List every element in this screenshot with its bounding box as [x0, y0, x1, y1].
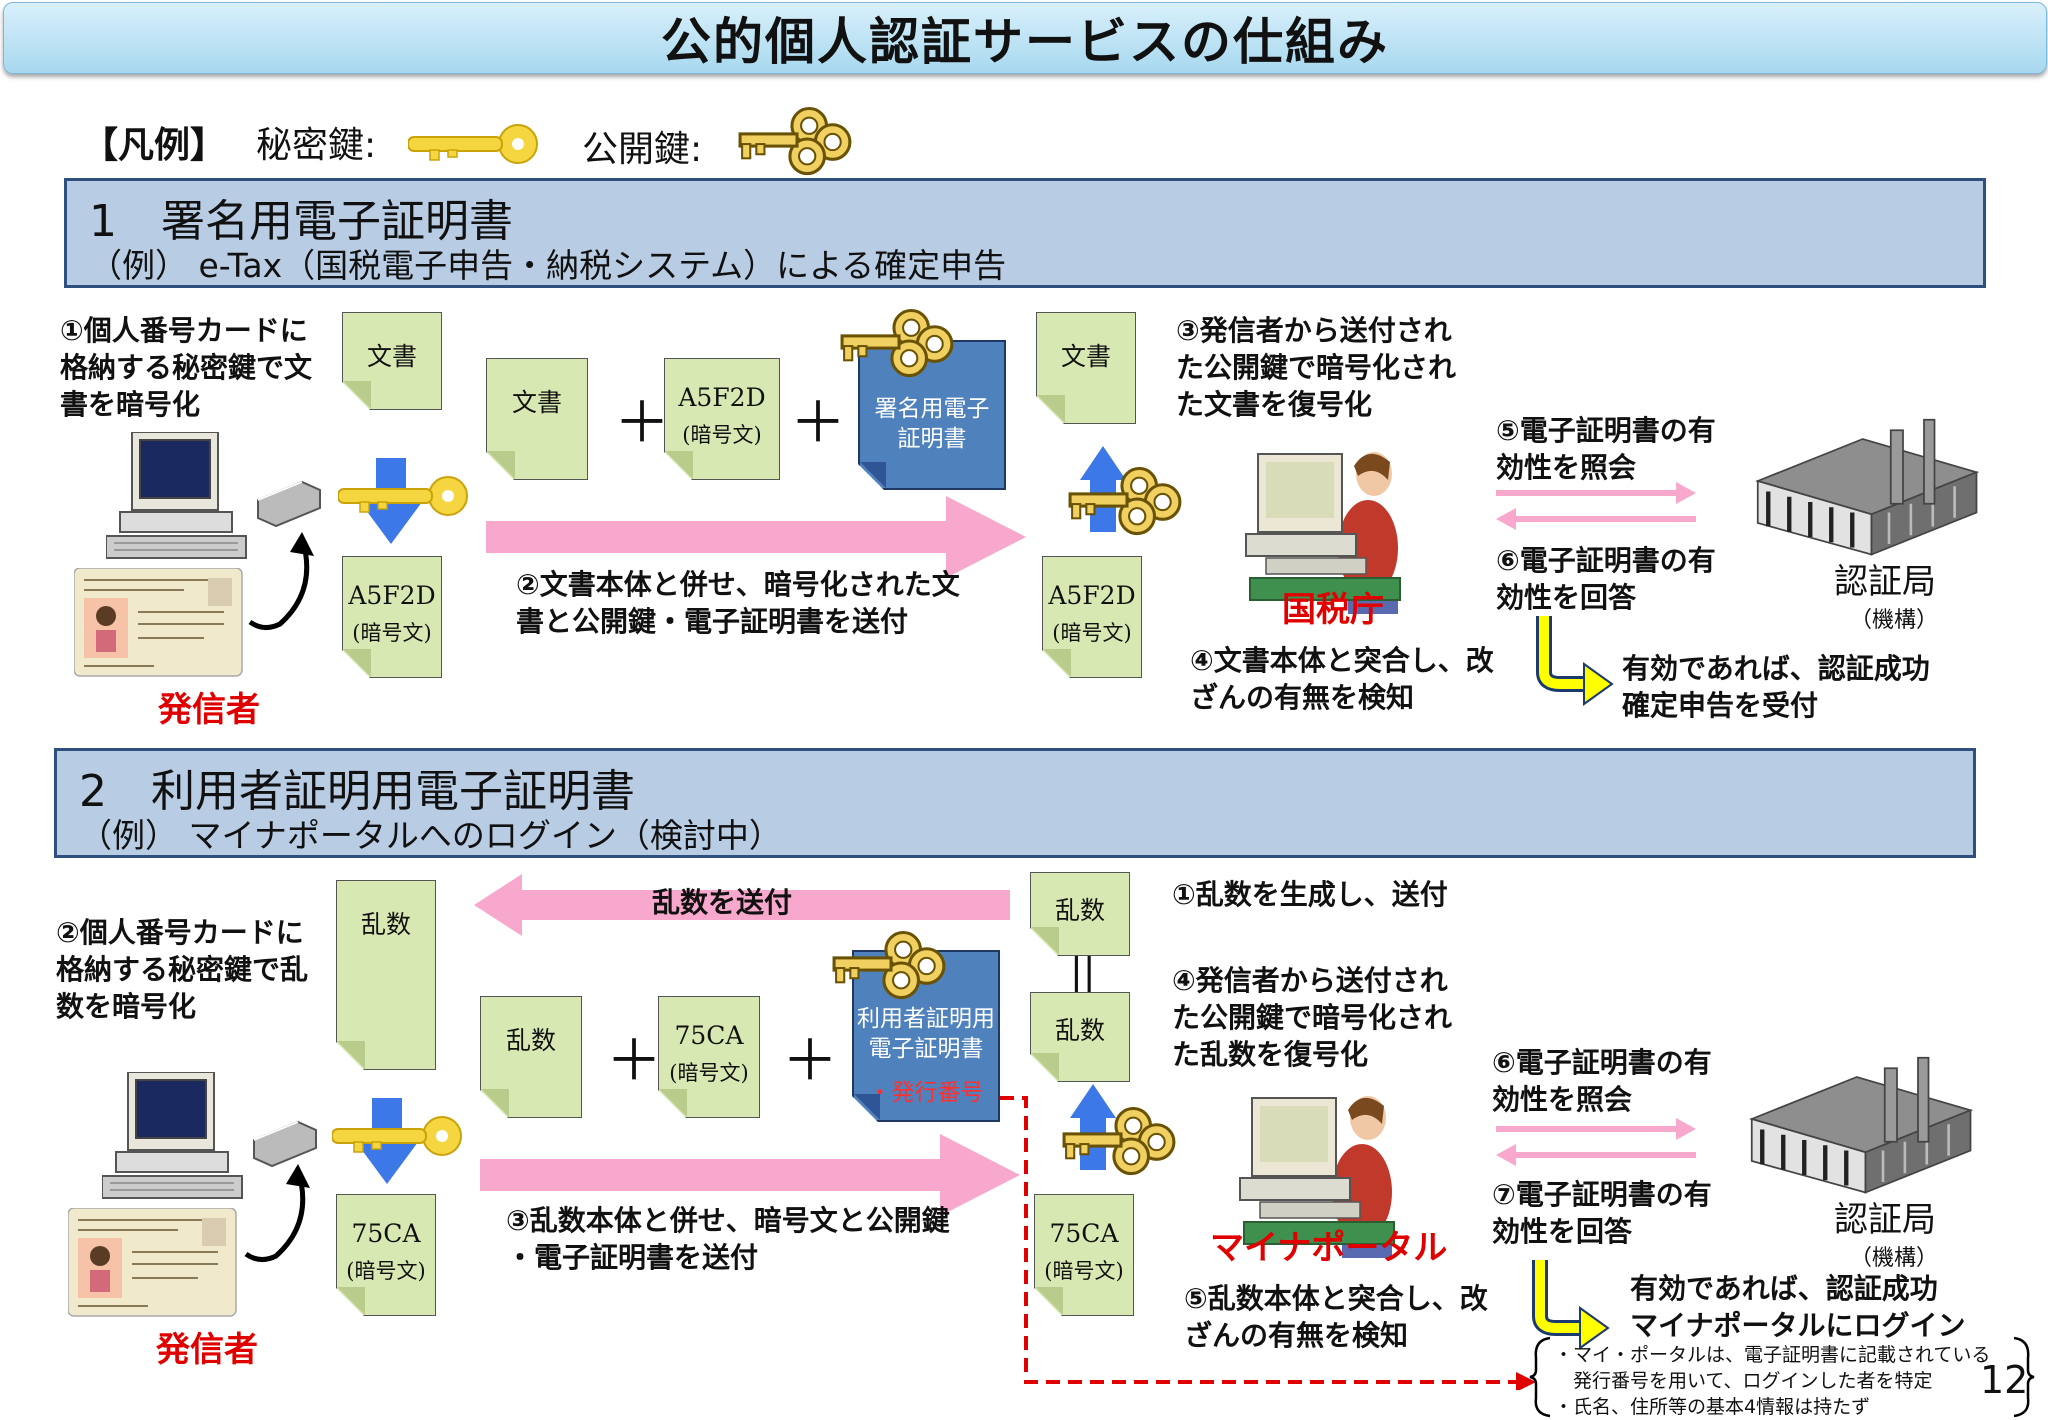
s2-note-right-brace: [2013, 1336, 2035, 1418]
s2-step2: ②個人番号カードに 格納する秘密鍵で乱 数を暗号化: [56, 916, 309, 1023]
s2-step3: ③乱数本体と併せ、暗号文と公開鍵 ・電子証明書を送付: [506, 1204, 950, 1274]
s1-result: 有効であれば、認証成功 確定申告を受付: [1622, 652, 1930, 722]
s1-cert-public-key-icon: [840, 308, 954, 378]
s1-plus-2: ＋: [790, 391, 846, 456]
card-insert-arrow: [248, 532, 314, 630]
s1-certificate-authority-building-icon: [1740, 418, 1996, 558]
s2-cert-serial: ・発行番号: [868, 1080, 984, 1106]
section1-header: 1 署名用電子証明書 （例） e-Tax（国税電子申告・納税システム）による確定…: [64, 178, 1986, 288]
s2-serial-link-dashed-arrow: [1000, 1096, 1536, 1390]
private-key-legend-icon: [408, 124, 538, 164]
s1-result-arrow: [1536, 616, 1614, 706]
s2-certificate-authority-building-icon: [1734, 1056, 1990, 1196]
s2-equals-sign: ||: [1070, 950, 1096, 994]
s2-my-number-card-icon: [68, 1208, 237, 1317]
s1-cipher-received: A5F2D(暗号文): [1042, 556, 1142, 678]
s1-cipher-package: A5F2D(暗号文): [664, 358, 780, 480]
s2-sender-label: 発信者: [156, 1330, 258, 1370]
s2-send-random-label: 乱数を送付: [652, 886, 793, 919]
s1-private-key-icon: [338, 476, 468, 516]
s2-result: 有効であれば、認証成功 マイナポータルにログイン: [1630, 1272, 1966, 1342]
s1-auth-sub: （機構）: [1850, 608, 1939, 633]
s1-step6: ⑥電子証明書の有 効性を回答: [1496, 544, 1716, 614]
page-number: 12: [1980, 1358, 2029, 1402]
s2-step6: ⑥電子証明書の有 効性を照会: [1492, 1046, 1712, 1116]
s2-random-package: 乱数: [480, 996, 582, 1118]
s1-sender-label: 発信者: [158, 690, 260, 730]
section2-header: 2 利用者証明用電子証明書 （例） マイナポータルへのログイン（検討中）: [54, 748, 1976, 858]
page-title: 公的個人認証サービスの仕組み: [3, 2, 2047, 74]
s2-plus-1: ＋: [606, 1029, 662, 1094]
s1-document-original: 文書: [342, 312, 442, 410]
s2-result-arrow: [1532, 1260, 1610, 1350]
s2-step1: ①乱数を生成し、送付: [1172, 878, 1448, 911]
s1-cipher-left: A5F2D(暗号文): [342, 556, 442, 678]
s2-random-decrypted: 乱数: [1030, 992, 1130, 1082]
s1-step1: ①個人番号カードに 格納する秘密鍵で文 書を暗号化: [60, 314, 313, 421]
s1-decrypt-public-key-icon: [1068, 466, 1182, 536]
s2-step4: ④発信者から送付され た公開鍵で暗号化され た乱数を復号化: [1172, 964, 1453, 1071]
s2-random-original: 乱数: [336, 880, 436, 1070]
s2-cipher-package: 75CA(暗号文): [658, 996, 760, 1118]
s2-query-arrows: [1496, 1118, 1696, 1166]
s2-receiver-label: マイナポータル: [1210, 1228, 1448, 1268]
public-key-legend-icon: [738, 106, 852, 176]
s2-auth-label: 認証局: [1834, 1200, 1936, 1240]
s2-send-arrow: [480, 1134, 1020, 1216]
s1-document-package: 文書: [486, 358, 588, 480]
s2-plus-2: ＋: [782, 1029, 838, 1094]
s2-user-certificate: 利用者証明用電子証明書・発行番号: [852, 950, 1000, 1122]
s2-card-insert-arrow: [244, 1164, 310, 1262]
s1-receiver-label: 国税庁: [1282, 590, 1384, 630]
s1-step3: ③発信者から送付され た公開鍵で暗号化され た文書を復号化: [1176, 314, 1457, 421]
s2-cipher-left: 75CA(暗号文): [336, 1194, 436, 1316]
s1-step5: ⑤電子証明書の有 効性を照会: [1496, 414, 1716, 484]
s2-send-random-arrow: [474, 874, 1010, 936]
s1-step2: ②文書本体と併せ、暗号化された文 書と公開鍵・電子証明書を送付: [516, 568, 960, 638]
s2-note-left-brace: [1529, 1336, 1551, 1418]
s2-cert-public-key-icon: [832, 930, 946, 1000]
my-number-card-icon: [74, 568, 243, 677]
s2-notes: ・マイ・ポータルは、電子証明書に記載されている 発行番号を用いて、ログインした者…: [1554, 1344, 1991, 1418]
s1-query-arrows: [1496, 482, 1696, 530]
legend-public-key-label: 公開鍵:: [582, 129, 703, 170]
s2-random-generated: 乱数: [1030, 872, 1130, 956]
s2-step7: ⑦電子証明書の有 効性を回答: [1492, 1178, 1712, 1248]
legend-label: 【凡例】: [82, 125, 227, 166]
legend-private-key-label: 秘密鍵:: [256, 125, 377, 166]
s1-plus-1: ＋: [614, 391, 670, 456]
section1-example: （例） e-Tax（国税電子申告・納税システム）による確定申告: [89, 246, 1007, 285]
section2-example: （例） マイナポータルへのログイン（検討中）: [79, 816, 782, 855]
s1-document-received: 文書: [1036, 312, 1136, 424]
s2-auth-sub: （機構）: [1850, 1246, 1939, 1271]
s1-step4: ④文書本体と突合し、改 ざんの有無を検知: [1190, 644, 1494, 714]
s2-private-key-icon: [332, 1116, 462, 1156]
section2-heading: 2 利用者証明用電子証明書: [79, 766, 635, 817]
s2-cipher-received: 75CA(暗号文): [1034, 1194, 1134, 1316]
section1-heading: 1 署名用電子証明書: [89, 196, 513, 247]
s1-auth-label: 認証局: [1834, 562, 1936, 602]
s2-step5: ⑤乱数本体と突合し、改 ざんの有無を検知: [1184, 1282, 1488, 1352]
page-title-text: 公的個人認証サービスの仕組み: [661, 13, 1389, 71]
s1-send-arrow: [486, 496, 1026, 578]
